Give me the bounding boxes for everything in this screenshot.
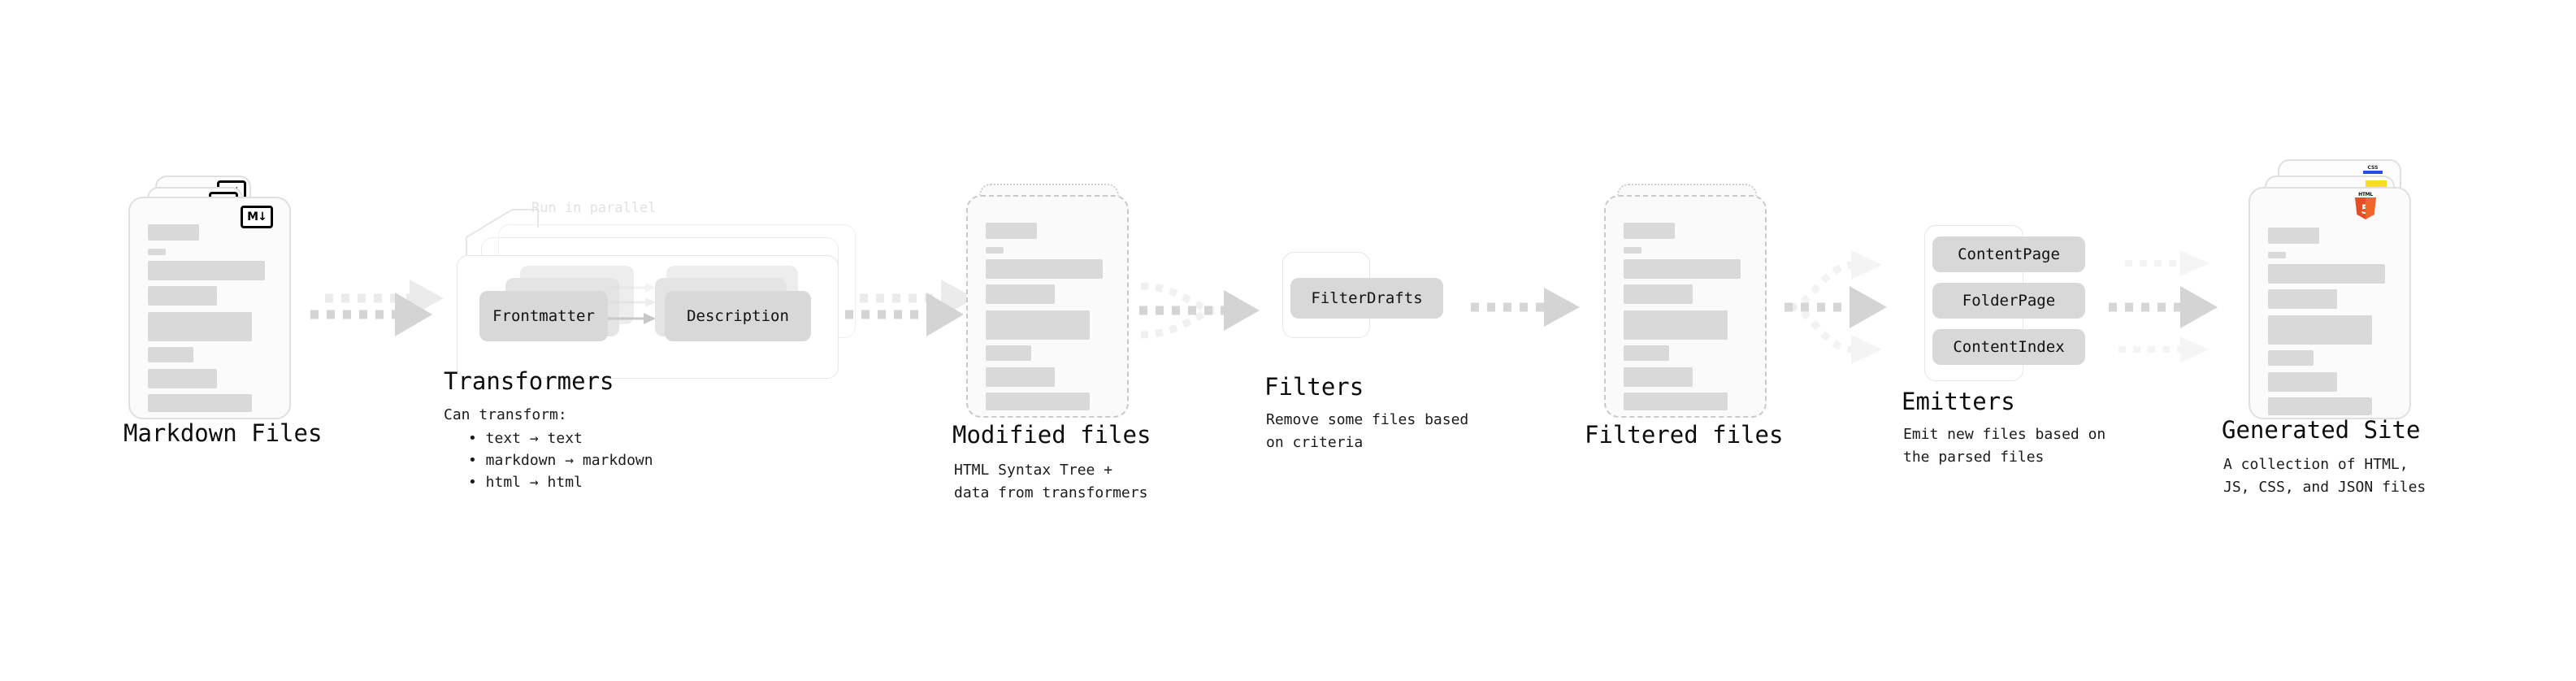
stage-subtitle-filters: Remove some files based on criteria — [1266, 411, 1469, 451]
skeleton-line — [148, 369, 217, 388]
skeleton-line — [1624, 259, 1741, 279]
skeleton-line — [986, 393, 1090, 410]
skeleton-line — [1624, 223, 1675, 239]
stage-subtitle-transformers: Can transform: — [444, 406, 567, 423]
skeleton-line — [2268, 289, 2337, 309]
skeleton-line — [1624, 367, 1693, 387]
skeleton-line — [148, 394, 252, 412]
arrow-markdown-to-transformers — [310, 280, 444, 336]
stage-title-modified-files: Modified files — [952, 421, 1151, 449]
stage-subtitle-generated-site: A collection of HTML, JS, CSS, and JSON … — [2223, 456, 2426, 496]
transformer-inner-arrows — [605, 283, 656, 324]
skeleton-line — [986, 247, 1004, 254]
skeleton-line — [1624, 345, 1669, 361]
filtered-card-front — [1604, 195, 1767, 418]
skeleton-line — [148, 224, 199, 241]
skeleton-line — [2268, 264, 2385, 284]
skeleton-line — [2268, 350, 2314, 366]
stage-title-generated-site: Generated Site — [2222, 416, 2421, 444]
arrow-filtered-to-emitters — [1785, 250, 1887, 364]
skeleton-line — [2268, 372, 2337, 392]
transformer-node-description[interactable]: Description — [665, 291, 811, 341]
skeleton-line — [148, 347, 193, 362]
markdown-card-front — [128, 197, 291, 419]
stage-title-markdown-files: Markdown Files — [124, 419, 323, 447]
css-icon-bar — [2363, 171, 2383, 174]
css-icon: CSS — [2363, 165, 2383, 176]
stage-title-emitters: Emitters — [1902, 388, 2015, 415]
skeleton-line — [1624, 247, 1641, 254]
skeleton-line — [986, 284, 1055, 304]
skeleton-line — [986, 345, 1031, 361]
skeleton-line — [986, 259, 1103, 279]
transformer-bullet-0: • text → text — [468, 430, 583, 447]
transformer-bullet-1: • markdown → markdown — [468, 452, 653, 469]
skeleton-line — [2268, 315, 2372, 345]
skeleton-line — [1624, 310, 1728, 340]
transformer-node-frontmatter[interactable]: Frontmatter — [479, 291, 608, 341]
stage-title-filtered-files: Filtered files — [1585, 421, 1784, 449]
html5-icon-label: HTML — [2358, 192, 2373, 197]
stage-subtitle-emitters: Emit new files based on the parsed files — [1903, 426, 2106, 466]
css-icon-label: CSS — [2367, 165, 2379, 171]
run-in-parallel-bracket — [466, 209, 539, 260]
stage-title-filters: Filters — [1264, 373, 1364, 401]
skeleton-line — [148, 286, 217, 306]
skeleton-line — [148, 261, 265, 280]
skeleton-line — [148, 249, 166, 255]
arrow-transformers-to-modified — [845, 280, 975, 336]
emitter-node-folderpage[interactable]: FolderPage — [1932, 283, 2085, 319]
html5-icon-number: 5 — [2361, 202, 2370, 217]
run-in-parallel-label: Run in parallel — [531, 200, 657, 216]
transformer-bullet-2: • html → html — [468, 474, 583, 491]
site-card-front — [2249, 187, 2411, 419]
skeleton-line — [986, 223, 1037, 239]
skeleton-line — [2268, 397, 2372, 415]
arrow-modified-to-filters — [1139, 282, 1260, 339]
skeleton-line — [1624, 284, 1693, 304]
skeleton-line — [2268, 228, 2319, 244]
md-badge-front: M↓ — [241, 206, 273, 228]
stage-subtitle-modified-files: HTML Syntax Tree + data from transformer… — [954, 462, 1148, 501]
arrow-filters-to-filtered — [1471, 288, 1580, 327]
arrow-emitters-to-site — [2109, 250, 2218, 362]
skeleton-line — [1624, 393, 1728, 410]
skeleton-line — [986, 367, 1055, 387]
filter-node-filterdrafts[interactable]: FilterDrafts — [1290, 278, 1443, 319]
html5-icon: HTML 5 — [2354, 192, 2377, 219]
stage-title-transformers: Transformers — [444, 367, 614, 395]
modified-card-front — [966, 195, 1129, 418]
skeleton-line — [148, 312, 252, 341]
skeleton-line — [2268, 252, 2286, 258]
html5-icon-shield: 5 — [2355, 197, 2376, 219]
emitter-node-contentpage[interactable]: ContentPage — [1932, 236, 2085, 272]
skeleton-line — [986, 310, 1090, 340]
emitter-node-contentindex[interactable]: ContentIndex — [1932, 329, 2085, 365]
